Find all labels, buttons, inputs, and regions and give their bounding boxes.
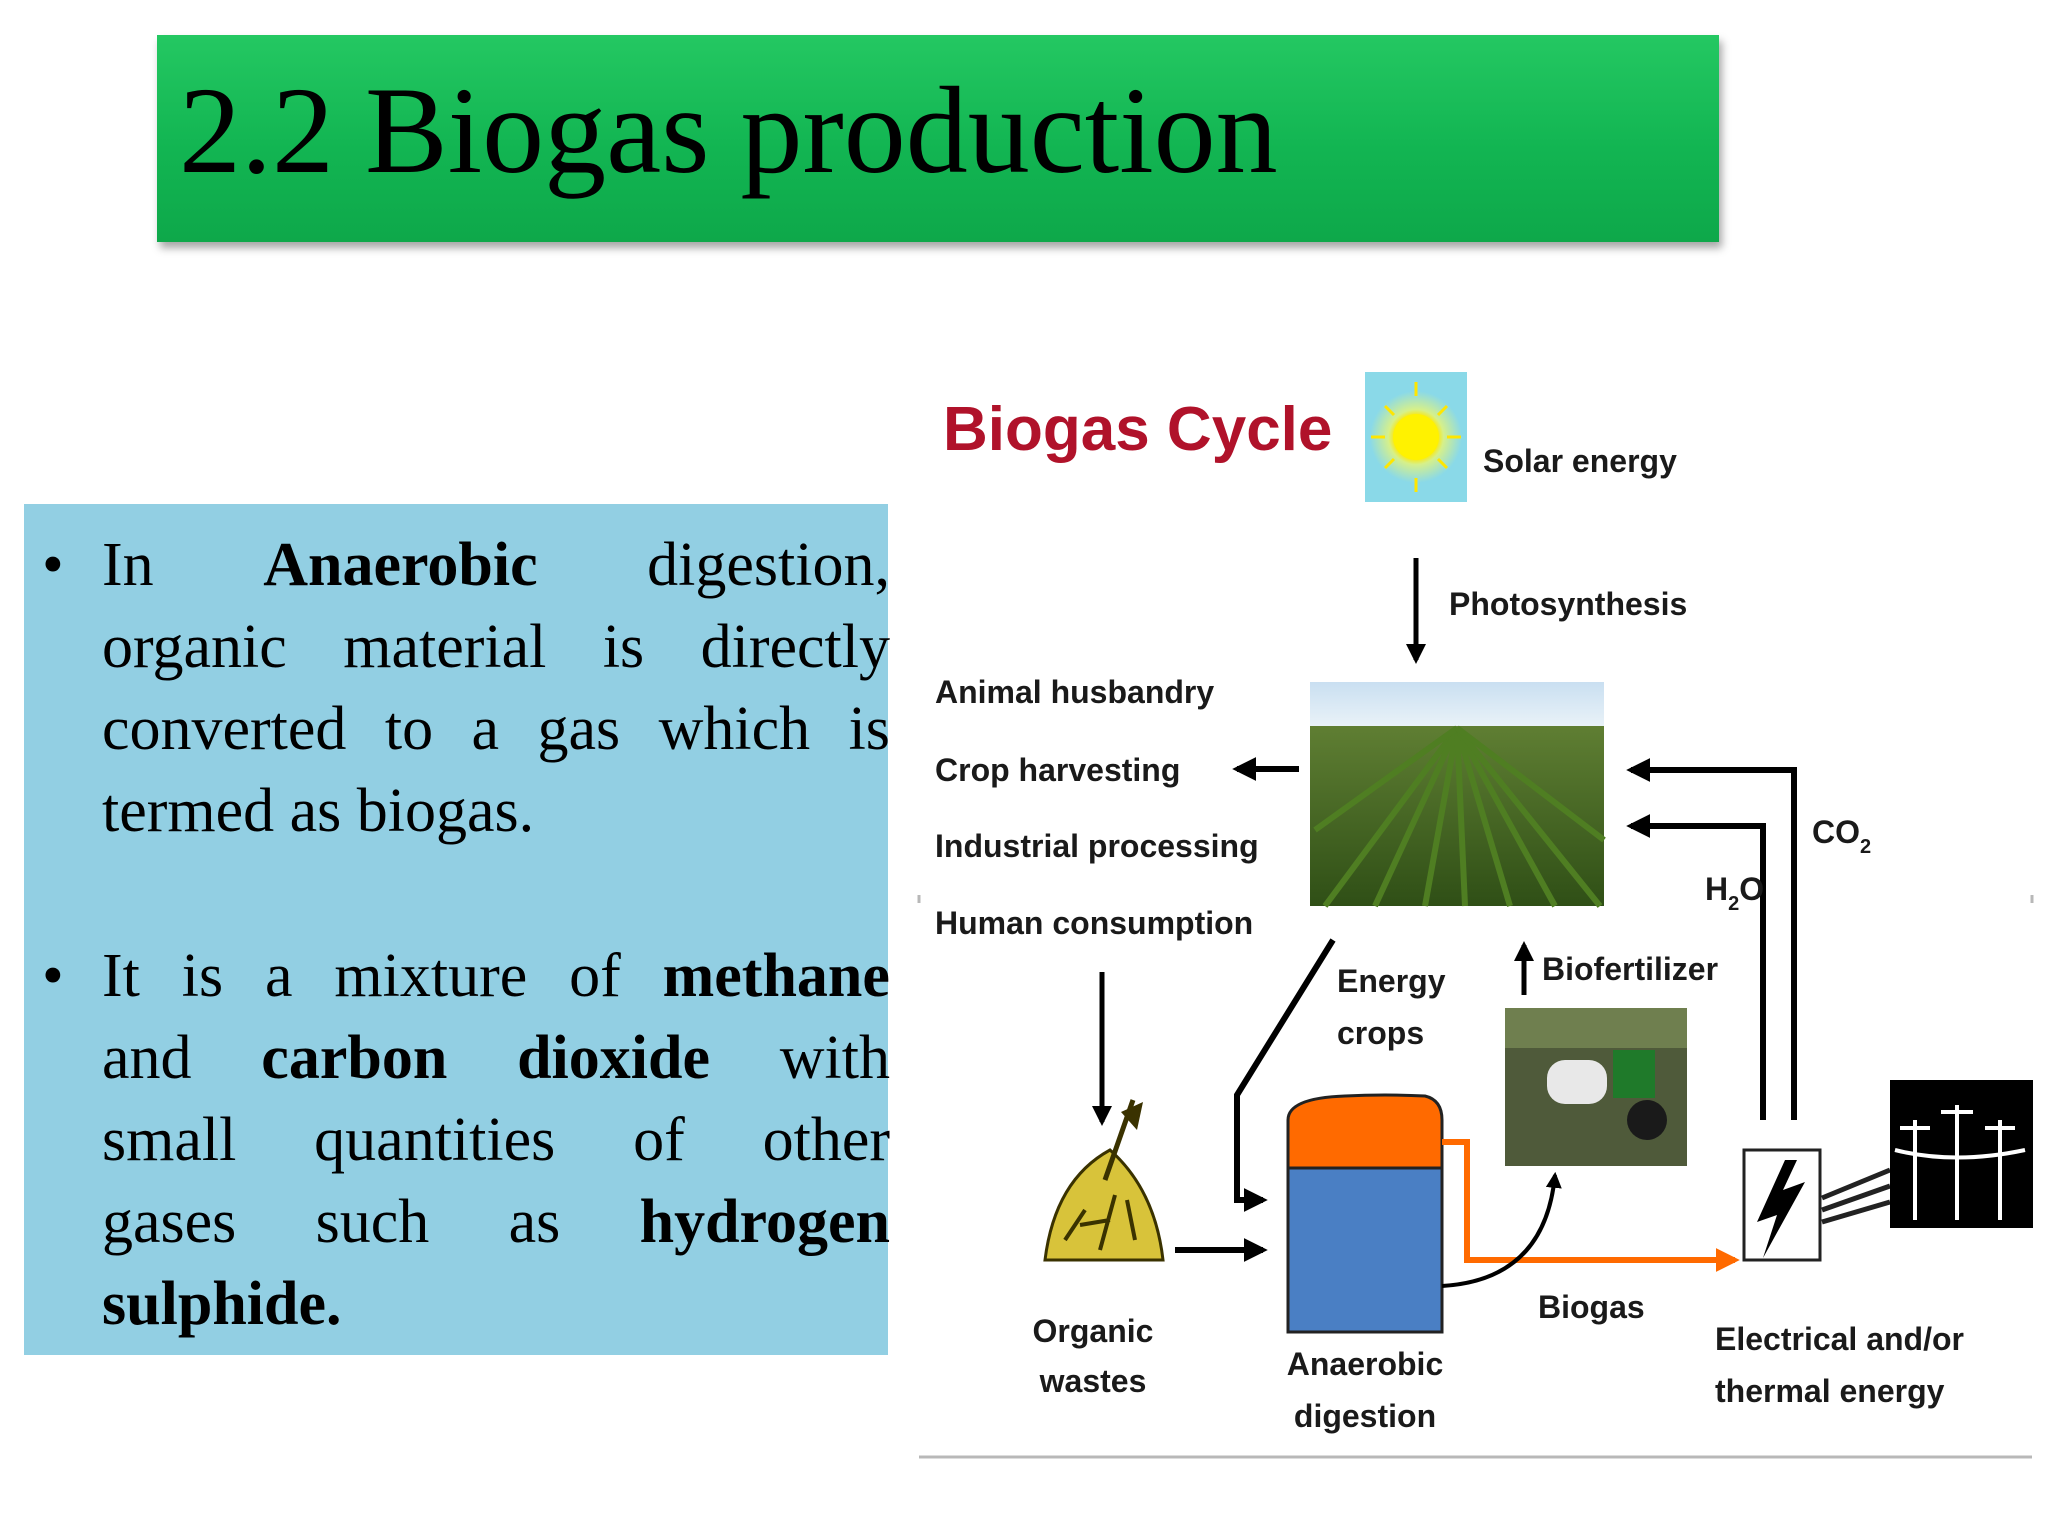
biogas-cycle-diagram: Biogas Cycle Solar energy Photosynthesis… [917,372,2034,1459]
co2-return-arrow [1626,758,1797,1120]
bullet-line: In Anaerobic digestion, [102,524,890,606]
energy-crops-arrow [1234,938,1336,1212]
title-bar: 2.2 Biogas production [157,35,1719,242]
power-lines-connector [1821,1167,1891,1225]
bullet-line: termed as biogas. [102,770,890,852]
bullet-word: sulphide. [102,1270,342,1338]
bullet-word: It [102,942,140,1010]
co2-label: CO2 [1812,814,1871,858]
bullet-line: gases such as hydrogen [102,1181,890,1263]
bullet-word: converted [102,695,347,763]
solar-energy-label: Solar energy [1483,443,1677,479]
sun-icon [1365,372,1467,502]
bullet-word: carbon [261,1024,448,1092]
bullet-word: digestion, [647,531,890,599]
anaerobic-digester-icon [1286,1093,1444,1334]
bullet-word: methane [662,942,890,1010]
diagram-title: Biogas Cycle [943,395,1332,464]
bullet-line: and carbon dioxide with [102,1017,890,1099]
slide-title: 2.2 Biogas production [179,62,1278,199]
use-item: Crop harvesting [935,752,1180,788]
use-item: Human consumption [935,905,1253,941]
tractor-image [1505,1008,1687,1166]
bullet-word: material [343,613,547,681]
power-grid-icon [1890,1080,2033,1228]
bullet-word: mixture [334,942,528,1010]
bullet-word: is [602,613,645,681]
bullet-text-box: • In Anaerobic digestion, organic material is… [24,504,890,1355]
h2o-return-arrow [1626,814,1766,1120]
use-item: Industrial processing [935,828,1259,864]
bullet-word: such [315,1188,430,1256]
bullet-word: which [658,695,811,763]
bullet-word: and [102,1024,192,1092]
bullet-dot: • [42,531,64,599]
biofertilizer-label: Biofertilizer [1542,951,1718,987]
bullet-word: a [264,942,293,1010]
bullet-word: gas [537,695,621,763]
bullet-line: sulphide. [102,1263,890,1345]
bullet-word: organic [102,613,287,681]
biogas-label: Biogas [1538,1289,1645,1325]
organic-waste-pile-icon [1043,1099,1165,1262]
bullet-word: other [762,1106,890,1174]
bullet-word: In [102,531,154,599]
photosynthesis-label: Photosynthesis [1449,586,1687,622]
biofertilizer-curve-arrow [1441,1171,1562,1288]
h2o-label: H2O [1705,871,1764,915]
bullet-word: a [471,695,500,763]
bullet-word: is [848,695,890,763]
bullet-line: small quantities of other [102,1099,890,1181]
use-item: Animal husbandry [935,674,1214,710]
generator-icon [1742,1148,1822,1262]
bullet-dot: • [42,942,64,1010]
bullet-word: of [633,1106,685,1174]
crop-field-image [1310,682,1606,908]
bullet-word: gases [102,1188,237,1256]
bullet-line: organic material is directly [102,606,890,688]
bullet-word: termed as biogas. [102,777,535,845]
bullet-word: hydrogen [639,1188,890,1256]
bullet-word: with [779,1024,890,1092]
bullet-word: of [569,942,621,1010]
biogas-pipe-arrow [1442,1139,1740,1272]
bullet-word: quantities [314,1106,556,1174]
bullet-word: dioxide [517,1024,710,1092]
bullet-word: Anaerobic [263,531,538,599]
bullet-word: as [508,1188,561,1256]
bullet-word: to [384,695,434,763]
bullet-word: small [102,1106,237,1174]
bullet-word: is [181,942,224,1010]
uses-list: Animal husbandry Crop harvesting Industr… [935,674,1259,941]
bullet-word: directly [700,613,890,681]
